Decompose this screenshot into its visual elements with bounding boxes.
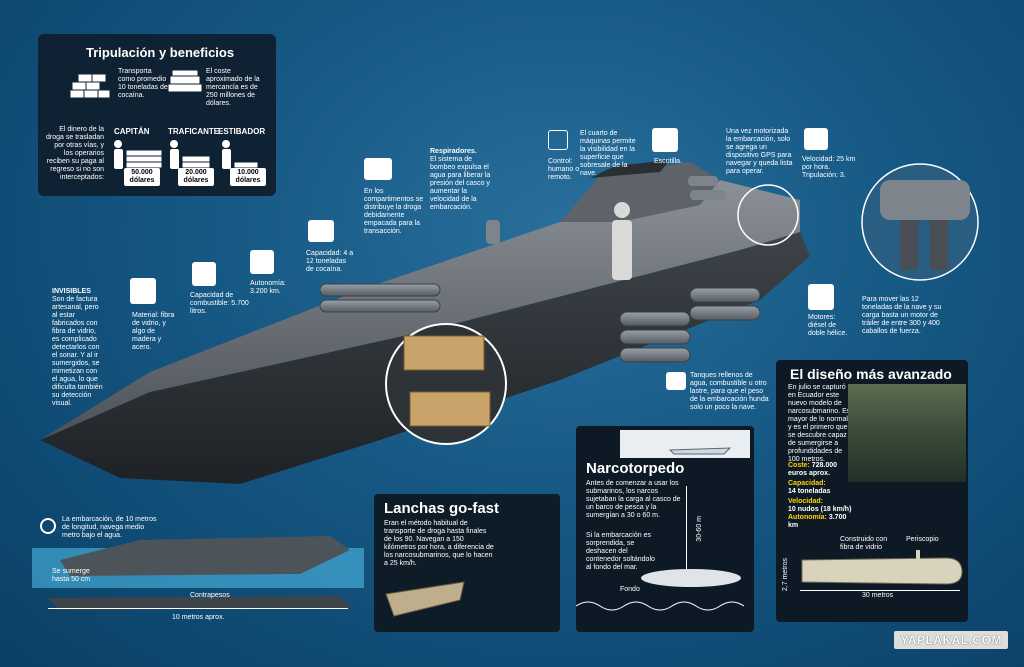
gofast-title: Lanchas go-fast	[384, 500, 500, 517]
compartments-icon	[364, 158, 392, 180]
advanced-cost: Coste: 728.000 euros aprox.	[788, 462, 838, 477]
fiber-material-icon	[130, 278, 156, 304]
gofast-panel: Lanchas go-fast Eran el método habitual …	[374, 494, 560, 632]
fuel-callout: Capacidad de combustible: 5.700 litros.	[190, 292, 249, 315]
speed-gauge-icon	[804, 128, 828, 150]
fishing-boat-box	[620, 430, 750, 458]
capacity-icon	[308, 220, 334, 242]
torpedo-depth: 30-60 m	[696, 516, 703, 542]
capacity-callout: Capacidad: 4 a 12 toneladas de cocaína.	[306, 250, 354, 273]
advanced-panel: El diseño más avanzado En julio se captu…	[776, 360, 968, 622]
control-callout: Control: humano o remoto.	[548, 158, 580, 181]
waterline-length-text: 10 metros aprox.	[172, 614, 225, 621]
cocaine-stack-icon	[69, 73, 111, 99]
site-watermark: YAPLAKAL.COM	[894, 631, 1008, 649]
breathers-callout: Respiradores. El sistema de bombeo expul…	[430, 148, 491, 211]
advanced-capacity: Capacidad:14 toneladas	[788, 480, 831, 495]
advanced-length-arrow	[800, 590, 960, 591]
advanced-sub-diagram	[801, 550, 963, 585]
counterweights-text: Contrapesos	[190, 592, 230, 599]
torpedo-icon	[641, 569, 741, 587]
cost-text: El coste aproximado de la mercancía es d…	[206, 68, 260, 107]
engines-callout: Motores: diésel de doble hélice.	[808, 314, 848, 337]
waterline-icon	[40, 518, 56, 534]
hatch-icon	[652, 128, 678, 152]
speed-callout: Velocidad: 25 km por hora. Tripulación: …	[802, 156, 856, 179]
crew-panel: Tripulación y beneficios Transporta como…	[38, 34, 276, 196]
invisibles-callout: INVISIBLES Son de factura artesanal, per…	[52, 288, 103, 407]
torpedo-depth-line	[686, 486, 687, 586]
submerge-text: Se sumerge hasta 50 cm	[52, 568, 91, 583]
autonomy-icon	[250, 250, 274, 274]
hatch-callout: Escotilla.	[654, 158, 683, 165]
torpedo-text2: Si la embarcación es sorprendida, se des…	[586, 532, 655, 571]
waterline-text: La embarcación, de 10 metros de longitud…	[62, 516, 157, 539]
waterline-length-arrow	[48, 608, 348, 609]
move-callout: Para mover las 12 toneladas de la nave y…	[862, 296, 942, 335]
seabed-line	[576, 601, 745, 611]
crew-title: Tripulación y beneficios	[86, 45, 235, 60]
control-icon	[548, 130, 568, 150]
advanced-photo	[848, 384, 966, 482]
tanks-callout: Tanques rellenos de agua, combustible u …	[690, 372, 769, 411]
money-stack-icon	[167, 69, 203, 93]
gps-callout: Una vez motorizada la embarcación, solo …	[726, 128, 793, 175]
crew-intro-text: El dinero de la droga se trasladan por o…	[46, 126, 104, 181]
transport-text: Transporta como promedio 10 toneladas de…	[118, 68, 168, 99]
advanced-periscope-label: Periscopio	[906, 536, 939, 543]
torpedo-text1: Antes de comenzar a usar los submarinos,…	[586, 480, 681, 519]
tanks-icon	[666, 372, 686, 390]
captain-figure-icon	[114, 140, 163, 169]
propeller-icon	[808, 284, 834, 310]
gofast-text: Eran el método habitual de transporte de…	[384, 520, 494, 567]
advanced-fiber-label: Construido con fibra de vidrio	[840, 536, 888, 551]
advanced-autonomy: Autonomía: 3.700 km	[788, 514, 847, 529]
torpedo-title: Narcotorpedo	[586, 460, 685, 477]
role-stevedore: ESTIBADOR	[218, 127, 266, 136]
advanced-speed: Velocidad:10 nudos (18 km/h)	[788, 498, 852, 513]
compartments-callout: En los compartimentos se distribuye la d…	[364, 188, 424, 235]
gofast-boat-icon	[385, 581, 465, 617]
torpedo-panel: Narcotorpedo Antes de comenzar a usar lo…	[576, 426, 754, 632]
material-callout: Material: fibra de vidrio, y algo de mad…	[132, 312, 175, 351]
role-trafficker: TRAFICANTE	[168, 127, 220, 136]
role-captain: CAPITÁN	[114, 127, 150, 136]
advanced-height-label: 2,7 metros	[782, 558, 789, 592]
engine-room-callout: El cuarto de máquinas permite la visibil…	[580, 130, 636, 177]
torpedo-bottom: Fondo	[620, 586, 640, 593]
advanced-title: El diseño más avanzado	[790, 366, 952, 382]
advanced-text: En julio se capturó en Ecuador este nuev…	[788, 384, 851, 463]
trafficker-figure-icon	[170, 140, 211, 169]
fuel-icon	[192, 262, 216, 286]
autonomy-callout: Autonomía: 3.200 km.	[250, 280, 286, 295]
advanced-length-label: 30 metros	[862, 592, 894, 599]
